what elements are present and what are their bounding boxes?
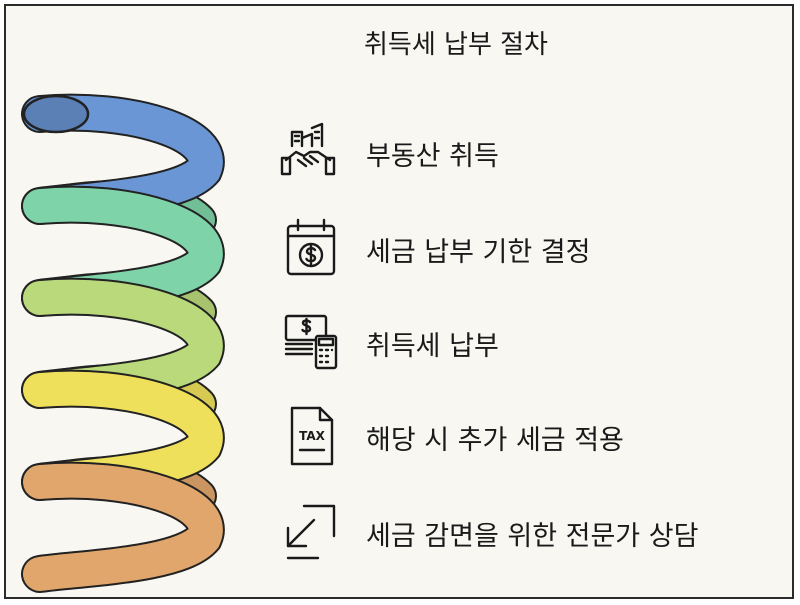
svg-text:TAX: TAX	[299, 429, 326, 443]
step-4: TAX 해당 시 추가 세금 적용	[278, 404, 788, 468]
cash-calculator-icon	[284, 314, 338, 370]
diagram-title: 취득세 납부 절차	[364, 30, 548, 60]
coil-front-segments	[21, 93, 225, 593]
step-1-label: 부동산 취득	[366, 141, 499, 172]
diagonal-arrow-icon	[286, 504, 336, 560]
step-1: 부동산 취득	[278, 120, 788, 184]
step-2-label: 세금 납부 기한 결정	[366, 237, 591, 268]
calendar-dollar-icon	[286, 218, 336, 276]
tax-document-icon: TAX	[290, 406, 334, 466]
coil-front-5	[23, 463, 223, 591]
step-2: 세금 납부 기한 결정	[278, 216, 788, 280]
step-5: 세금 감면을 위한 전문가 상담	[278, 500, 788, 564]
step-5-label: 세금 감면을 위한 전문가 상담	[366, 521, 699, 552]
step-3-label: 취득세 납부	[366, 331, 499, 362]
property-handshake-icon	[280, 122, 336, 176]
step-4-label: 해당 시 추가 세금 적용	[366, 425, 624, 456]
coil-top-cap	[22, 94, 90, 134]
step-3: 취득세 납부	[278, 310, 788, 374]
